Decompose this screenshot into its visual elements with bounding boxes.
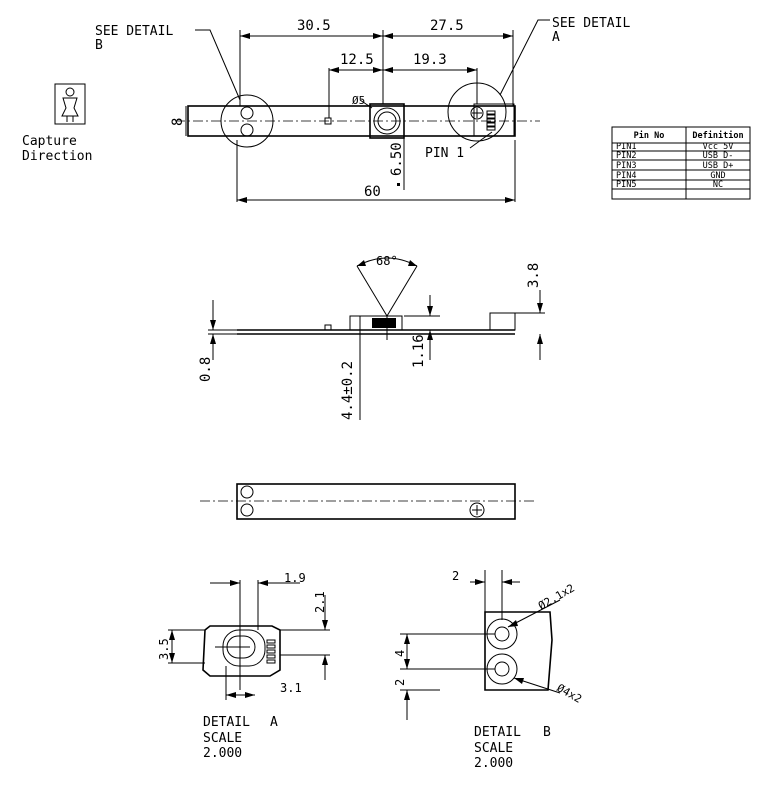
dim-3-8: 3.8	[526, 263, 542, 288]
smd-component	[324, 117, 332, 125]
detail-a-title: DETAIL	[203, 715, 250, 730]
lens-housing	[369, 103, 405, 139]
detail-a-scale-value: 2.000	[203, 746, 242, 761]
bottom-view-board-outline	[236, 483, 516, 520]
capture-label: Capture	[22, 134, 77, 149]
pin-table-pin-cell: PIN4	[616, 171, 636, 181]
lens-inner-circle	[377, 111, 397, 131]
side-lens-sensor	[372, 318, 396, 328]
see-detail-b-letter: B	[95, 38, 103, 53]
detail-a-drawing	[168, 580, 330, 700]
detail-b-letter: B	[543, 725, 551, 740]
dim-30-5: 30.5	[297, 18, 331, 34]
pin-table-header: Pin No	[634, 130, 665, 141]
capture-direction-icon	[54, 83, 86, 125]
side-connector	[489, 312, 516, 331]
labels: SEE DETAIL B SEE DETAIL A PIN 1 Capture …	[22, 16, 630, 771]
connector-area	[473, 103, 515, 137]
side-lens-holder	[349, 315, 403, 331]
pin-table-grid	[611, 126, 751, 200]
pin-table-pin-cell: PIN1	[616, 142, 636, 152]
see-detail-b-label: SEE DETAIL	[95, 24, 173, 39]
side-view	[208, 257, 545, 420]
dim-0-8: 0.8	[198, 357, 214, 382]
fov-line-left	[356, 265, 388, 317]
dim-6-50: 6.50	[389, 142, 405, 176]
pin-table-pin-cell: PIN5	[616, 180, 636, 190]
lens-outer-circle	[373, 107, 401, 135]
pin-table-definition-cell: USB D-	[703, 151, 734, 161]
dim-a-3-1: 3.1	[280, 681, 302, 695]
dim-68-deg: 68°	[376, 254, 398, 268]
detail-b-scale: SCALE	[474, 741, 513, 756]
dim-b-phi4: Ø4x2	[555, 681, 584, 706]
dim-12-5: 12.5	[340, 52, 374, 68]
dim-b-4: 4	[393, 650, 407, 657]
dim-a-3-5: 3.5	[157, 638, 171, 660]
pin1-label: PIN 1	[425, 146, 464, 161]
connector-hole	[470, 106, 484, 120]
detail-a-letter: A	[270, 715, 278, 730]
detail-b-drawing	[400, 570, 561, 720]
dim-4-4: 4.4±0.2	[340, 361, 356, 420]
bottom-view	[200, 483, 535, 520]
dim-60: 60	[364, 184, 381, 200]
detail-b-scale-value: 2.000	[474, 756, 513, 771]
direction-label: Direction	[22, 149, 92, 164]
pin-table-definition-cell: GND	[710, 171, 725, 181]
pin-table-header: Definition	[692, 130, 743, 141]
pin-table-pin-cell: PIN3	[616, 161, 636, 171]
mounting-hole-bottom	[240, 123, 254, 137]
dim-b-2-top: 2	[452, 569, 459, 583]
mounting-hole-top	[240, 106, 254, 120]
dim-19-3: 19.3	[413, 52, 447, 68]
dim-phi5: Ø5	[352, 94, 365, 107]
pin-table-definition-cell: NC	[713, 180, 723, 190]
see-detail-a-letter: A	[552, 30, 560, 45]
dim-a-1-9: 1.9	[284, 571, 306, 585]
detail-b-title: DETAIL	[474, 725, 521, 740]
dim-b-phi2-1: Ø2.1x2	[536, 581, 577, 612]
fov-line-right	[386, 265, 418, 317]
pin-table-pin-cell: PIN2	[616, 151, 636, 161]
connector-pins	[486, 110, 496, 131]
dim-8: 8	[170, 118, 186, 126]
detail-b-marker-circle	[220, 94, 274, 148]
dim-b-2-left: 2	[393, 679, 407, 686]
detail-a-scale: SCALE	[203, 731, 242, 746]
top-view	[175, 19, 550, 203]
dim-27-5: 27.5	[430, 18, 464, 34]
see-detail-a-label: SEE DETAIL	[552, 16, 630, 31]
dim-a-2-1: 2.1	[313, 591, 327, 613]
pin-table-definition-cell: Vcc 5V	[703, 142, 734, 152]
side-smd-component	[324, 324, 332, 331]
pin-table-definition-cell: USB D+	[703, 161, 734, 171]
dim-1-16: 1.16	[411, 334, 427, 368]
